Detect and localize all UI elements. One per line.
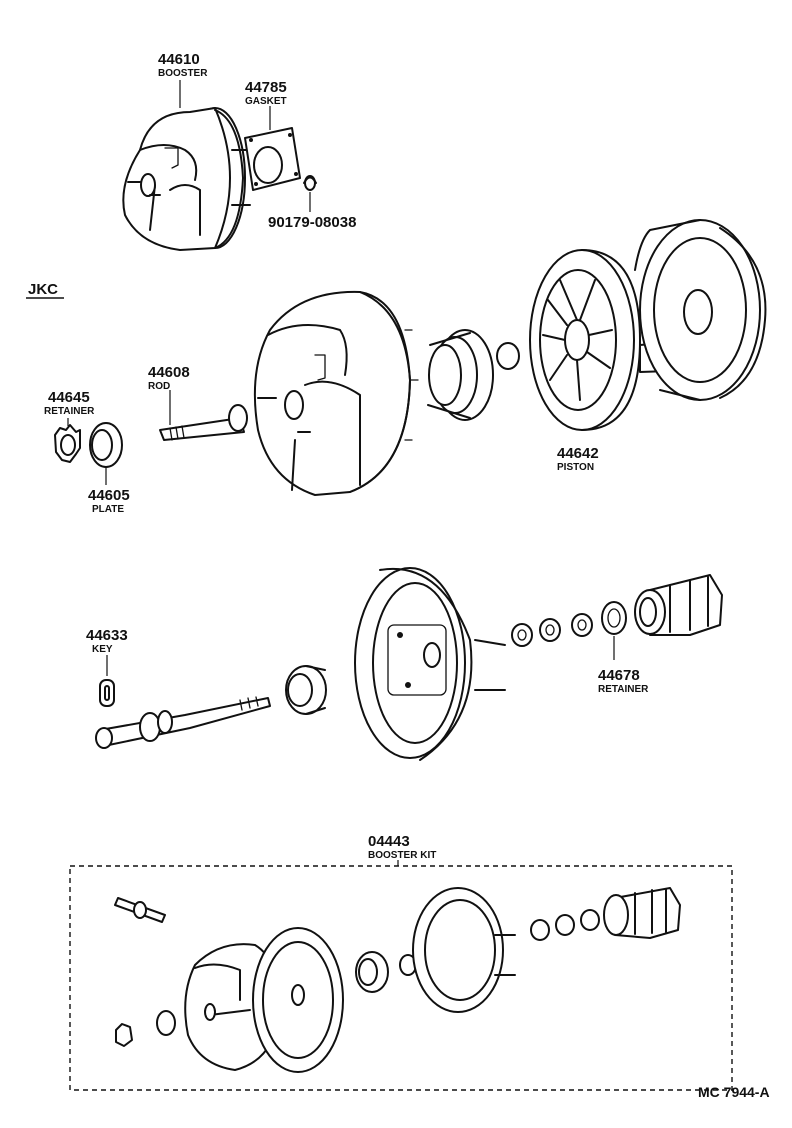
plate-44605 <box>89 422 123 485</box>
label-44785-name: GASKET <box>245 96 287 107</box>
piston-wheel <box>529 249 641 431</box>
seal-cup <box>285 665 327 715</box>
label-44605-name: PLATE <box>92 504 124 515</box>
diagram-code: MC 7944-A <box>698 1084 770 1100</box>
label-44633-name: KEY <box>92 644 113 655</box>
label-04443-number: 04443 <box>368 833 410 850</box>
booster-housing-rear <box>634 219 767 401</box>
label-04443-name: BOOSTER KIT <box>368 850 436 861</box>
label-44610-name: BOOSTER <box>158 68 208 79</box>
booster-kit-box <box>69 865 733 1091</box>
diaphragm-seal <box>427 329 494 421</box>
label-44645-name: RETAINER <box>44 406 95 417</box>
push-rod <box>159 390 248 441</box>
label-44678-number: 44678 <box>598 667 640 684</box>
booster-housing-front <box>253 290 419 496</box>
retainer-44678 <box>601 601 627 660</box>
key-44633 <box>99 655 115 707</box>
label-44608-name: ROD <box>148 381 170 392</box>
label-44642-number: 44642 <box>557 445 599 462</box>
label-44610-number: 44610 <box>158 51 200 68</box>
booster-assembly-small <box>122 80 317 251</box>
kit-parts <box>114 887 681 1073</box>
label-44633-number: 44633 <box>86 627 128 644</box>
boot-bellows <box>634 574 723 636</box>
label-44608-number: 44608 <box>148 364 190 381</box>
small-cap <box>496 342 520 370</box>
label-44678-name: RETAINER <box>598 684 649 695</box>
retainer-44645 <box>54 418 81 463</box>
rear-shell <box>354 567 506 761</box>
valve-plunger-rod <box>95 696 271 749</box>
label-90179-number: 90179-08038 <box>268 214 356 231</box>
section-label-jkc: JKC <box>28 281 58 298</box>
label-44645-number: 44645 <box>48 389 90 406</box>
label-44785-number: 44785 <box>245 79 287 96</box>
label-44605-number: 44605 <box>88 487 130 504</box>
washer-set <box>511 613 593 647</box>
label-44642-name: PISTON <box>557 462 594 473</box>
